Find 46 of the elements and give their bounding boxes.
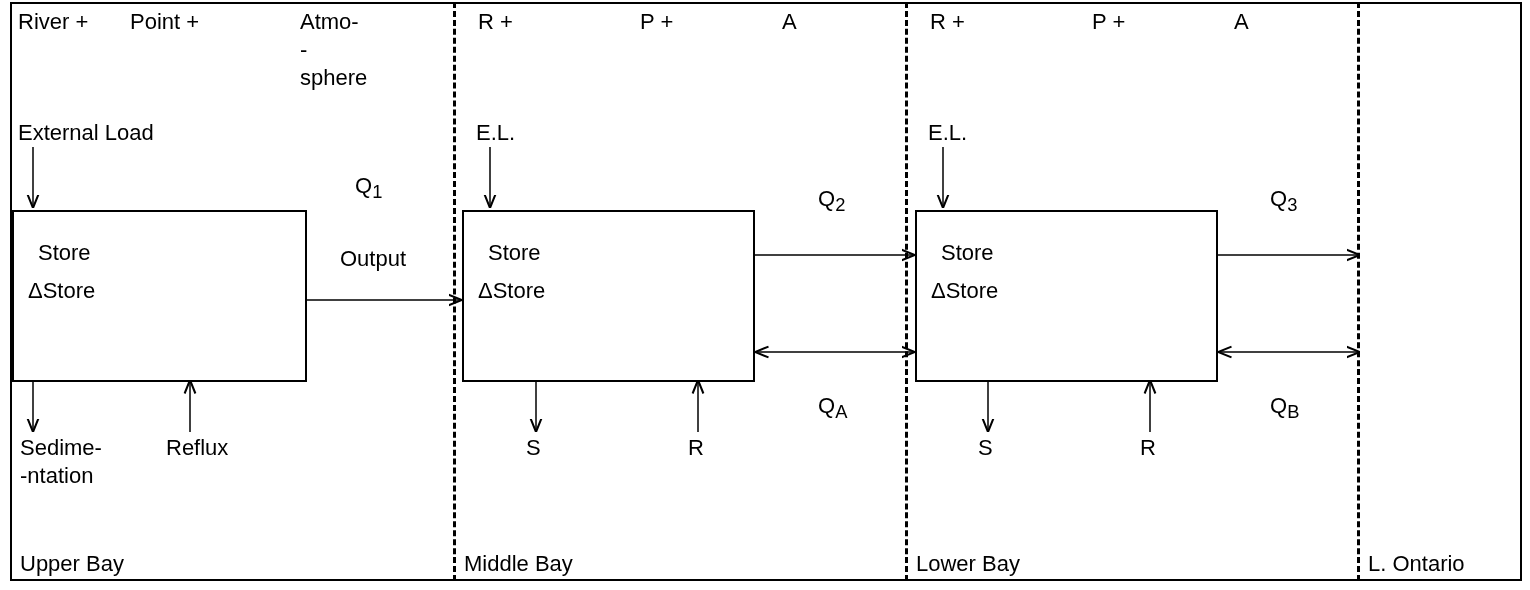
store-label: ΔStore — [28, 278, 96, 304]
arrow — [691, 379, 705, 433]
text-label: Q$_{1}$ — [355, 172, 383, 205]
flux-label: S — [978, 434, 998, 464]
store-label: Store — [38, 240, 91, 266]
text-label: A — [782, 8, 797, 36]
flux-label: Sedime- -ntation — [20, 434, 110, 490]
flux-label: S — [526, 434, 546, 464]
arrow — [529, 379, 543, 433]
bay-region — [1360, 2, 1522, 581]
flux-label: E.L. — [928, 119, 978, 149]
flux-label: External Load — [18, 119, 178, 149]
arrow — [936, 146, 950, 209]
arrow — [754, 248, 916, 262]
store-box — [462, 210, 755, 382]
flux-label: R — [1140, 434, 1160, 464]
store-label: ΔStore — [478, 278, 546, 304]
region-label: Lower Bay — [916, 551, 1020, 577]
arrow — [1217, 248, 1361, 262]
flux-label: E.L. — [476, 119, 526, 149]
store-label: Store — [941, 240, 994, 266]
text-label: River + — [18, 8, 89, 36]
text-label: P + — [1092, 8, 1126, 36]
store-label: ΔStore — [931, 278, 999, 304]
arrow — [981, 379, 995, 433]
region-label: L. Ontario — [1368, 551, 1465, 577]
flux-label: R — [688, 434, 708, 464]
arrow — [183, 379, 197, 433]
store-box — [915, 210, 1218, 382]
arrow — [754, 345, 916, 359]
text-label: P + — [640, 8, 674, 36]
text-label: R + — [930, 8, 965, 36]
region-label: Middle Bay — [464, 551, 573, 577]
flux-label: Reflux — [166, 434, 246, 464]
arrow — [26, 146, 40, 209]
text-label: A — [1234, 8, 1249, 36]
arrow — [26, 379, 40, 433]
arrow — [1143, 379, 1157, 433]
text-label: Point + — [130, 8, 200, 36]
region-label: Upper Bay — [20, 551, 124, 577]
arrow — [483, 146, 497, 209]
arrow — [304, 293, 463, 307]
arrow — [1217, 345, 1361, 359]
store-label: Store — [488, 240, 541, 266]
store-box — [12, 210, 307, 382]
text-label: R + — [478, 8, 513, 36]
